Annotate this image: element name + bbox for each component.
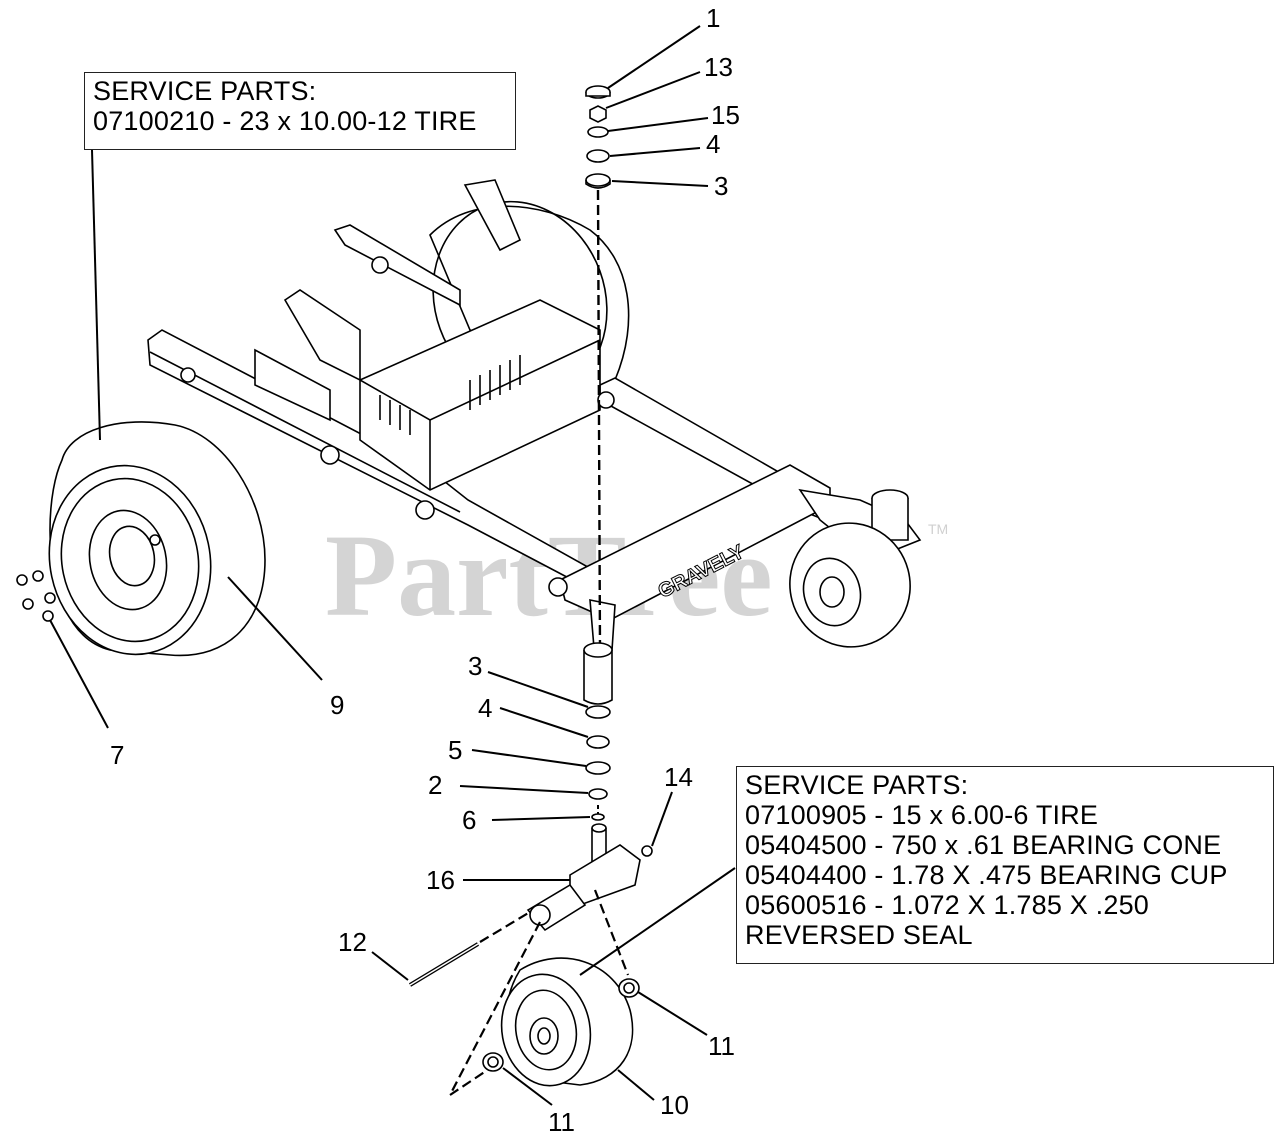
rear-service-line: 07100210 - 23 x 10.00-12 TIRE bbox=[93, 106, 477, 136]
callout-1: 1 bbox=[706, 3, 720, 33]
front-service-line: 05404500 - 750 x .61 BEARING CONE bbox=[745, 830, 1222, 860]
callout-11-right: 11 bbox=[708, 1031, 735, 1061]
mower-frame: GRAVELY bbox=[147, 179, 922, 662]
front-caster-wheel-right bbox=[789, 522, 911, 648]
callout-7: 7 bbox=[110, 740, 124, 770]
callout-11-bottom: 11 bbox=[548, 1107, 575, 1137]
lower-hardware-stack bbox=[583, 642, 613, 821]
front-service-heading: SERVICE PARTS: bbox=[745, 770, 969, 800]
callout-6: 6 bbox=[462, 805, 476, 835]
rear-tire bbox=[48, 421, 266, 657]
rear-service-heading: SERVICE PARTS: bbox=[93, 76, 317, 106]
callout-15: 15 bbox=[711, 100, 740, 130]
callout-16: 16 bbox=[426, 865, 455, 895]
callout-13: 13 bbox=[704, 52, 733, 82]
callout-2: 2 bbox=[428, 770, 442, 800]
assembly-axis-line bbox=[596, 189, 602, 651]
spacer-left bbox=[482, 1052, 504, 1072]
callout-4-low: 4 bbox=[478, 693, 492, 723]
front-service-parts-box: SERVICE PARTS: 07100905 - 15 x 6.00-6 TI… bbox=[736, 766, 1274, 964]
leader-lines bbox=[49, 25, 736, 1106]
callout-10: 10 bbox=[660, 1090, 689, 1120]
callout-14: 14 bbox=[664, 762, 693, 792]
spacer-right bbox=[618, 978, 640, 998]
front-caster-tire bbox=[500, 957, 634, 1087]
front-service-line: 05600516 - 1.072 X 1.785 X .250 bbox=[745, 890, 1150, 920]
caster-fork bbox=[526, 823, 653, 932]
callout-9: 9 bbox=[330, 690, 344, 720]
watermark-trademark: TM bbox=[928, 521, 948, 537]
callout-5: 5 bbox=[448, 735, 462, 765]
front-service-line: 07100905 - 15 x 6.00-6 TIRE bbox=[745, 800, 1099, 830]
front-service-line: REVERSED SEAL bbox=[745, 920, 973, 950]
callout-3-low: 3 bbox=[468, 651, 482, 681]
callout-3-top: 3 bbox=[714, 171, 728, 201]
callout-numbers: 1 13 15 4 3 9 7 3 4 5 2 6 14 16 12 11 11… bbox=[110, 3, 740, 1137]
front-service-line: 05404400 - 1.78 X .475 BEARING CUP bbox=[745, 860, 1228, 890]
rear-service-parts-box: SERVICE PARTS: 07100210 - 23 x 10.00-12 … bbox=[84, 72, 516, 150]
callout-4-top: 4 bbox=[706, 129, 720, 159]
callout-12: 12 bbox=[338, 927, 367, 957]
lug-nuts bbox=[16, 570, 56, 622]
top-hardware-stack bbox=[585, 85, 611, 189]
